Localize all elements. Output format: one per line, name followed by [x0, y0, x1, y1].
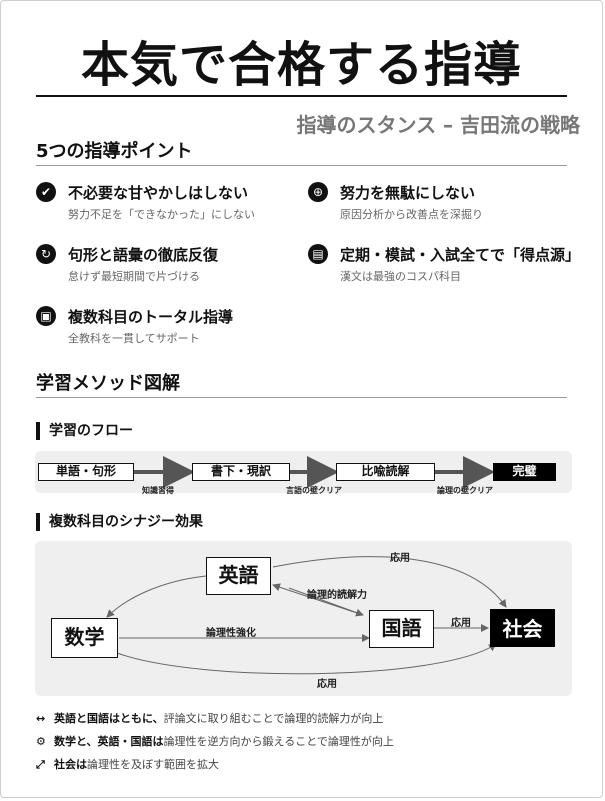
point-desc: 原因分析から改善点を深掘り: [340, 208, 483, 221]
edge-label: 応用: [451, 618, 471, 629]
edge-label: 論理性強化: [206, 628, 256, 639]
check-circle-icon: ✔: [36, 182, 56, 202]
arrow-japanese-english: [272, 583, 364, 616]
method-heading: 学習メソッド図解: [36, 373, 180, 394]
point-desc: 漢文は最強のコスパ科目: [340, 270, 461, 283]
note-lead: 英語と国語はともに、: [54, 712, 164, 725]
arrow-english-math: [106, 575, 207, 618]
flow-step: 比喩読解: [336, 463, 435, 481]
note-item: ⚙ 数学と、英語・国語は論理性を逆方向から鍛えることで論理性が向上: [36, 733, 394, 749]
edge-label: 応用: [390, 553, 410, 564]
edge-label: 応用: [317, 679, 337, 690]
title-divider: [36, 95, 567, 97]
points-heading: 5つの指導ポイント: [36, 141, 193, 162]
note-item: ↔ 英語と国語はともに、評論文に取り組むことで論理的読解力が向上: [36, 710, 383, 726]
flow-step: 単語・句形: [38, 463, 134, 481]
arrow-english-social: [272, 556, 507, 608]
page-subtitle: 指導のスタンス – 吉田流の戦略: [296, 113, 580, 137]
node-social: 社会: [490, 609, 555, 647]
point-desc: 全教科を一貫してサポート: [68, 332, 200, 345]
refresh-icon: ↻: [36, 244, 56, 264]
node-english: 英語: [206, 557, 271, 595]
point-title: 句形と語彙の徹底反復: [68, 246, 219, 264]
note-lead: 数学と、英語・国語は: [54, 735, 164, 748]
synergy-panel: [35, 541, 572, 696]
note-lead: 社会は: [54, 758, 87, 771]
point-desc: 努力不足を「できなかった」にしない: [68, 208, 255, 221]
note-text: 論理性を及ぼす範囲を拡大: [87, 758, 219, 771]
flow-heading: 学習のフロー: [36, 422, 133, 440]
arrow-math-social: [116, 643, 497, 675]
gears-icon: ⚙: [36, 735, 46, 748]
expand-icon: ⤢: [36, 758, 45, 771]
point-desc: 怠けず最短期間で片づける: [68, 270, 200, 283]
points-divider: [36, 165, 567, 166]
note-text: 論理性を逆方向から鍛えることで論理性が向上: [163, 735, 394, 748]
double-arrow-icon: ↔: [36, 712, 46, 725]
edge-label: 論理的読解力: [307, 590, 367, 601]
teacher-icon: ▣: [36, 306, 56, 326]
flow-step: 書下・現訳: [192, 463, 290, 481]
note-text: 評論文に取り組むことで論理的読解力が向上: [163, 712, 384, 725]
page-title: 本気で合格する指導: [80, 37, 522, 93]
search-zoom-icon: ⊕: [308, 182, 328, 202]
flow-label: 知識習得: [142, 486, 174, 495]
flow-label: 論理の壁クリア: [437, 486, 493, 495]
point-title: 努力を無駄にしない: [340, 184, 476, 202]
node-japanese: 国語: [369, 610, 434, 648]
point-title: 複数科目のトータル指導: [68, 308, 234, 326]
point-title: 不必要な甘やかしはしない: [68, 184, 249, 202]
point-title: 定期・模試・入試全てで「得点源」: [340, 246, 581, 264]
book-icon: ▤: [308, 244, 328, 264]
method-divider: [36, 397, 567, 398]
node-math: 数学: [51, 618, 118, 658]
flow-step-final: 完璧: [493, 463, 556, 481]
note-item: ⤢ 社会は論理性を及ぼす範囲を拡大: [36, 756, 219, 772]
synergy-heading: 複数科目のシナジー効果: [36, 513, 203, 531]
flow-label: 言語の壁クリア: [286, 486, 342, 495]
